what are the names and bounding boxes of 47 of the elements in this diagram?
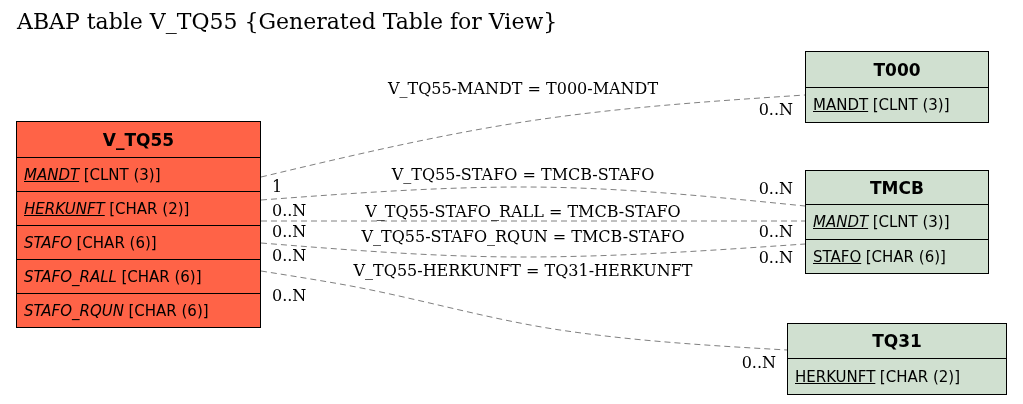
edge-label: V_TQ55-STAFO_RALL = TMCB-STAFO xyxy=(365,202,681,220)
table-name: TQ31 xyxy=(871,330,923,353)
field-type: [CHAR (6)] xyxy=(76,233,157,252)
edge-label: V_TQ55-STAFO_RQUN = TMCB-STAFO xyxy=(361,227,685,245)
relationship-line xyxy=(260,94,806,178)
field-name: STAFO_RALL xyxy=(24,267,117,286)
cardinality-label: 1 xyxy=(272,178,283,195)
table-name: V_TQ55 xyxy=(101,128,176,152)
table-name: TMCB xyxy=(869,176,925,200)
field-name: STAFO_RQUN xyxy=(24,301,124,320)
field-name: MANDT xyxy=(813,96,869,114)
field-name: HERKUNFT xyxy=(24,199,105,218)
cardinality-label: 0..N xyxy=(758,249,793,266)
field-type: [CHAR (2)] xyxy=(109,199,190,218)
edge-label: V_TQ55-MANDT = T000-MANDT xyxy=(387,79,659,97)
cardinality-label: 0..N xyxy=(741,354,776,371)
relationship-line xyxy=(260,186,806,207)
entity-table xyxy=(16,121,261,328)
field-type: [CHAR (6)] xyxy=(128,301,209,320)
entity-table xyxy=(805,51,989,123)
entity-table xyxy=(787,323,1007,395)
cardinality-label: 0..N xyxy=(272,223,307,240)
relationship-line xyxy=(260,270,788,351)
relationship-line xyxy=(260,242,806,258)
field-type: [CHAR (6)] xyxy=(121,267,202,286)
field-name: MANDT xyxy=(813,213,869,231)
field-type: [CLNT (3)] xyxy=(872,213,950,231)
table-name: T000 xyxy=(872,58,922,82)
cardinality-label: 0..N xyxy=(758,101,793,118)
field-type: [CLNT (3)] xyxy=(83,165,161,184)
field-type: [CHAR (6)] xyxy=(865,247,946,266)
field-name: STAFO xyxy=(813,247,862,266)
cardinality-label: 0..N xyxy=(272,247,307,264)
cardinality-label: 0..N xyxy=(758,180,793,197)
field-type: [CHAR (2)] xyxy=(879,367,960,386)
entity-table xyxy=(805,170,989,274)
cardinality-label: 0..N xyxy=(272,287,307,304)
field-name: MANDT xyxy=(24,165,80,184)
diagram-title: ABAP table V_TQ55 {Generated Table for View} xyxy=(17,9,558,35)
edge-label: V_TQ55-STAFO = TMCB-STAFO xyxy=(391,165,655,183)
edge-label: V_TQ55-HERKUNFT = TQ31-HERKUNFT xyxy=(353,261,693,279)
field-type: [CLNT (3)] xyxy=(872,96,950,114)
field-name: STAFO xyxy=(24,233,72,252)
cardinality-label: 0..N xyxy=(758,223,793,240)
relationship-line xyxy=(260,220,806,222)
cardinality-label: 0..N xyxy=(272,202,307,219)
field-name: HERKUNFT xyxy=(795,367,876,386)
